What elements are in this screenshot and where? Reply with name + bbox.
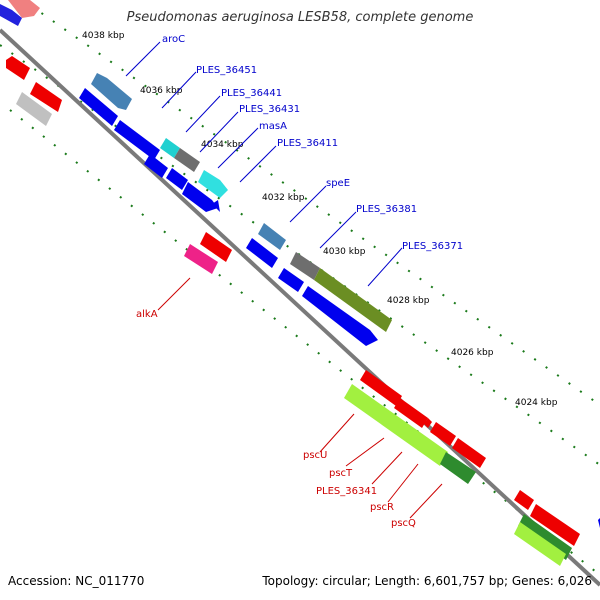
feature-blue-6	[212, 200, 220, 212]
feature-blue-3	[144, 154, 168, 178]
feature-red-psc-1	[360, 370, 402, 406]
feature-red-left-1	[6, 56, 30, 80]
genome-summary-text: Topology: circular; Length: 6,601,757 bp…	[262, 574, 592, 588]
feature-pscU	[344, 384, 448, 466]
gene-label-pscR: pscR	[370, 502, 394, 513]
forward-features	[0, 0, 600, 528]
feature-red-psc-2	[394, 398, 428, 428]
genome-backbone	[0, 28, 600, 587]
scale-label: 4026 kbp	[451, 348, 494, 358]
scale-label: 4032 kbp	[262, 193, 305, 203]
gene-label-masA: masA	[259, 121, 287, 132]
gene-label-PLES-36381: PLES_36381	[356, 204, 417, 215]
gene-label-alkA: alkA	[136, 309, 158, 320]
reverse-leaders	[157, 277, 443, 519]
gene-label-PLES-36441: PLES_36441	[221, 88, 282, 99]
feature-grey-left	[16, 92, 52, 126]
feature-top-left-blue	[0, 4, 22, 26]
gene-label-pscT: pscT	[329, 468, 353, 479]
feature-blue-7	[246, 238, 278, 268]
feature-blue-9	[302, 286, 378, 346]
feature-alkA	[184, 244, 218, 274]
gene-label-pscQ: pscQ	[391, 518, 416, 529]
scale-label: 4024 kbp	[515, 398, 558, 408]
scale-label: 4038 kbp	[82, 31, 125, 41]
feature-red-psc-4	[430, 422, 456, 446]
feature-blue-2	[114, 120, 160, 160]
feature-blue-5	[182, 182, 218, 212]
reverse-labels: alkA pscU pscT PLES_36341 pscR pscQ	[136, 309, 416, 529]
feature-green-br	[518, 514, 572, 560]
feature-red-left-2	[30, 82, 62, 112]
accession-text: Accession: NC_011770	[8, 574, 145, 588]
feature-PLES-36371	[314, 268, 392, 332]
scale-label: 4034 kbp	[201, 140, 244, 150]
feature-lime-br	[514, 522, 566, 566]
feature-masA	[198, 170, 228, 198]
feature-PLES-36441	[160, 138, 180, 158]
feature-aroC	[91, 73, 132, 110]
gene-label-pscU: pscU	[303, 450, 327, 461]
gene-label-PLES-36341: PLES_36341	[316, 486, 377, 497]
feature-red-psc-3	[424, 418, 432, 428]
feature-top-left-pink	[8, 0, 40, 18]
feature-PLES-36381	[290, 252, 320, 280]
forward-leaders	[125, 41, 403, 287]
feature-red-br-2	[530, 504, 580, 546]
feature-speE	[258, 223, 286, 250]
feature-blue-4	[166, 168, 188, 190]
gene-label-PLES-36371: PLES_36371	[402, 241, 463, 252]
feature-grey-a	[174, 148, 200, 172]
feature-blue-1	[79, 88, 118, 126]
feature-red-psc-5	[452, 438, 486, 468]
scale-label: 4030 kbp	[323, 247, 366, 257]
scale-label: 4028 kbp	[387, 296, 430, 306]
outer-dotted-track	[29, 4, 600, 406]
feature-red-alkA-a	[200, 232, 232, 262]
gene-label-aroC: aroC	[162, 34, 185, 45]
feature-red-br-1	[514, 490, 534, 510]
feature-pscQ	[440, 452, 476, 484]
gene-label-PLES-36411: PLES_36411	[277, 138, 338, 149]
scale-labels: 4038 kbp 4036 kbp 4034 kbp 4032 kbp 4030…	[82, 31, 558, 408]
map-title: Pseudomonas aeruginosa LESB58, complete …	[126, 10, 474, 25]
feature-blue-8	[278, 268, 304, 292]
gene-label-PLES-36451: PLES_36451	[196, 65, 257, 76]
forward-labels: aroC PLES_36451 PLES_36441 PLES_36431 ma…	[162, 34, 463, 252]
gene-label-speE: speE	[326, 178, 350, 189]
scale-label: 4036 kbp	[140, 86, 183, 96]
reverse-features	[6, 56, 580, 566]
gene-label-PLES-36431: PLES_36431	[239, 104, 300, 115]
